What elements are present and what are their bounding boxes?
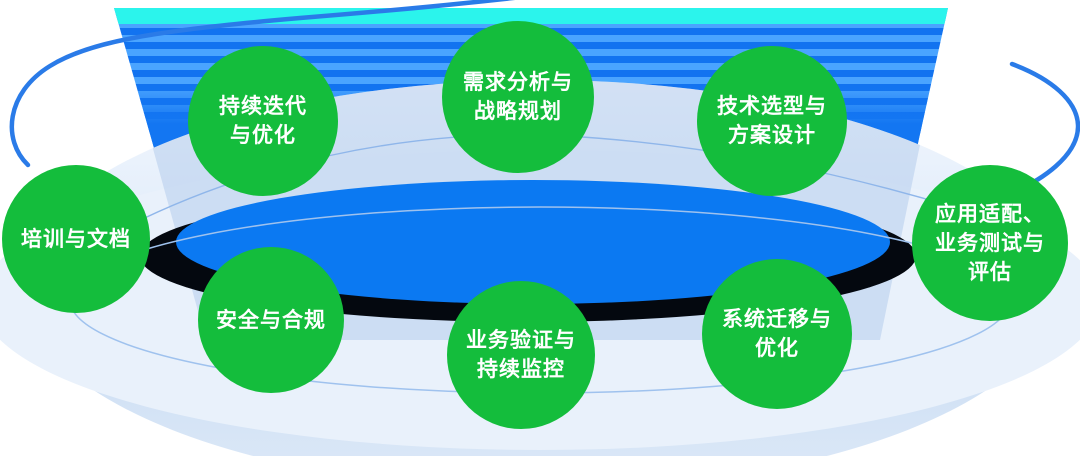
node-label: 持续迭代 与优化 [219, 95, 307, 147]
node-label: 安全与合规 [216, 308, 326, 332]
node-label: 技术选型与 方案设计 [717, 95, 827, 147]
node-security-compliance: 安全与合规 [198, 247, 344, 393]
orbit-arc-left [9, 0, 516, 168]
pool-ellipse [176, 180, 890, 304]
node-tech-selection: 技术选型与 方案设计 [697, 46, 847, 196]
node-app-adaptation: 应用适配、 业务测试与 评估 [912, 165, 1068, 321]
node-label: 需求分析与 战略规划 [463, 71, 573, 123]
node-label: 系统迁移与 优化 [722, 308, 832, 360]
node-label: 业务验证与 持续监控 [466, 329, 576, 381]
node-training-docs: 培训与文档 [2, 165, 150, 313]
node-system-migration: 系统迁移与 优化 [702, 259, 852, 409]
node-requirements-analysis: 需求分析与 战略规划 [442, 21, 594, 173]
node-label: 应用适配、 业务测试与 评估 [935, 202, 1045, 284]
node-business-validation: 业务验证与 持续监控 [447, 281, 595, 429]
node-label: 培训与文档 [21, 227, 131, 251]
node-continuous-iteration: 持续迭代 与优化 [188, 46, 338, 196]
